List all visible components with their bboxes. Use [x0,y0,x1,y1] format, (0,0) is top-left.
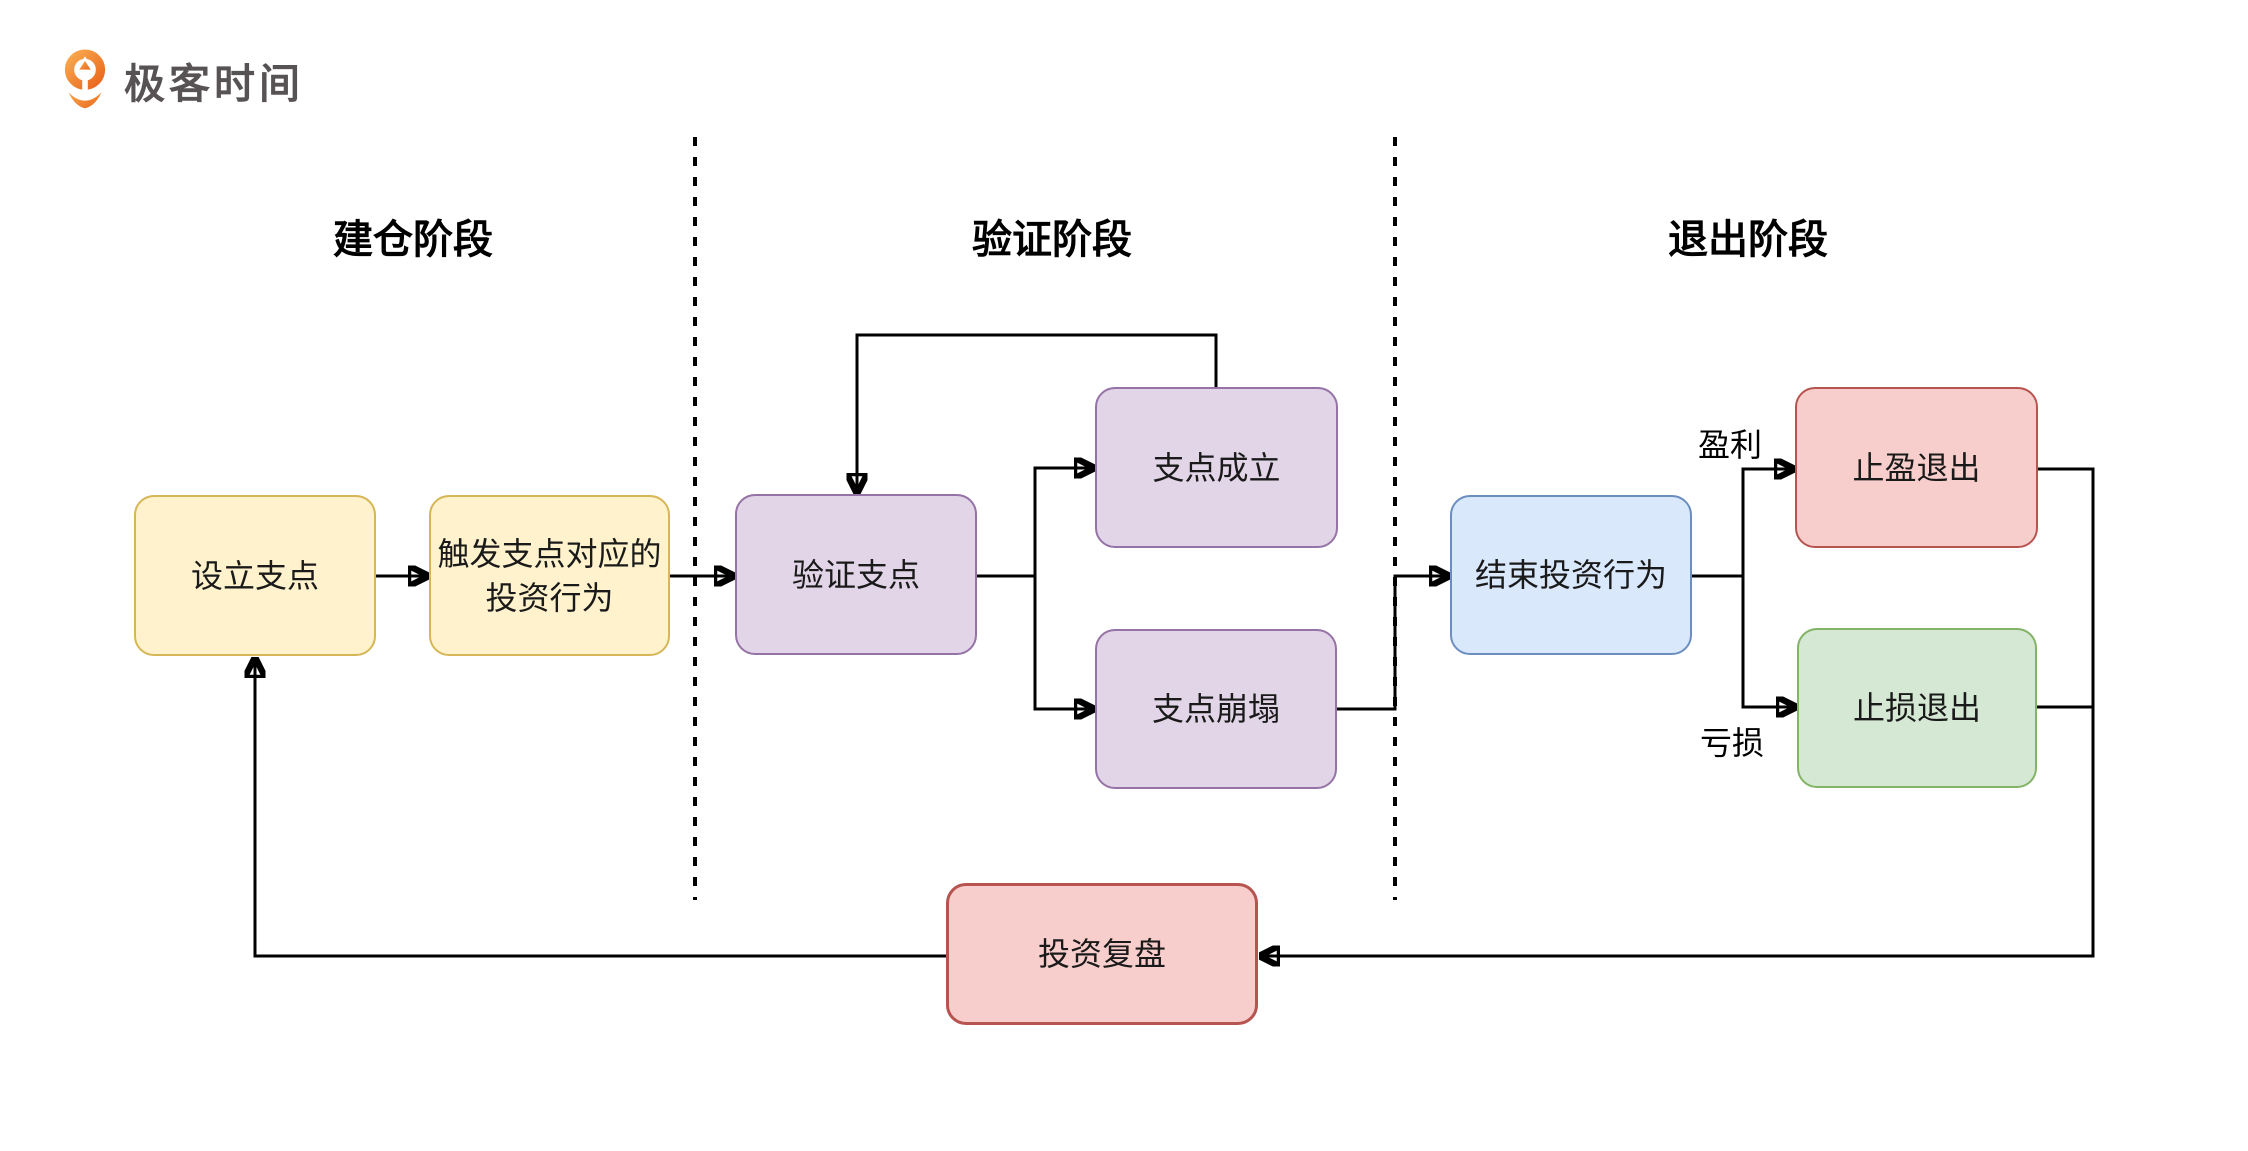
node-trigger-investment: 触发支点对应的 投资行为 [429,495,670,656]
edge-verify-to-holds [1033,468,1093,576]
phase-header-verify: 验证阶段 [972,218,1132,262]
node-pivot-collapses: 支点崩塌 [1095,629,1337,789]
node-end-investment: 结束投资行为 [1450,495,1692,655]
node-stop-loss-exit: 止损退出 [1797,628,2037,788]
edge-end-to-stop-loss [1741,576,1795,707]
trigger-label-line1: 触发支点对应的 [437,535,662,572]
node-stop-loss-exit-label: 止损退出 [1852,690,1981,726]
node-take-profit-exit-label: 止盈退出 [1852,449,1981,486]
edge-collapses-to-end [1337,576,1448,711]
node-pivot-holds: 支点成立 [1095,387,1338,548]
node-investment-review: 投资复盘 [946,883,1258,1025]
edge-label-profit: 盈利 [1698,427,1763,463]
node-trigger-investment-label: 触发支点对应的 投资行为 [437,532,661,620]
edge-take-profit-to-review [1261,467,2095,956]
node-pivot-holds-label: 支点成立 [1152,449,1281,486]
brand-name: 极客时间 [124,61,304,107]
edge-end-to-take-profit [1741,469,1793,576]
edge-label-loss: 亏损 [1700,725,1765,761]
phase-header-exit: 退出阶段 [1668,218,1828,262]
node-verify-pivot-label: 验证支点 [791,556,920,593]
trigger-label-line2: 投资行为 [485,579,614,616]
node-pivot-collapses-label: 支点崩塌 [1151,691,1280,727]
node-set-pivot-label: 设立支点 [190,557,319,594]
node-set-pivot: 设立支点 [134,495,376,656]
edge-holds-feedback-to-verify [857,333,1218,492]
node-take-profit-exit: 止盈退出 [1795,387,2038,548]
node-verify-pivot: 验证支点 [735,494,977,655]
geektime-pin-icon [64,49,106,109]
node-investment-review-label: 投资复盘 [1037,936,1166,972]
edge-verify-to-collapses [1033,576,1093,709]
phase-header-build: 建仓阶段 [333,218,493,262]
edge-review-to-set-pivot [255,659,946,958]
node-end-investment-label: 结束投资行为 [1474,557,1667,593]
brand-logo: 极客时间 [62,48,304,112]
